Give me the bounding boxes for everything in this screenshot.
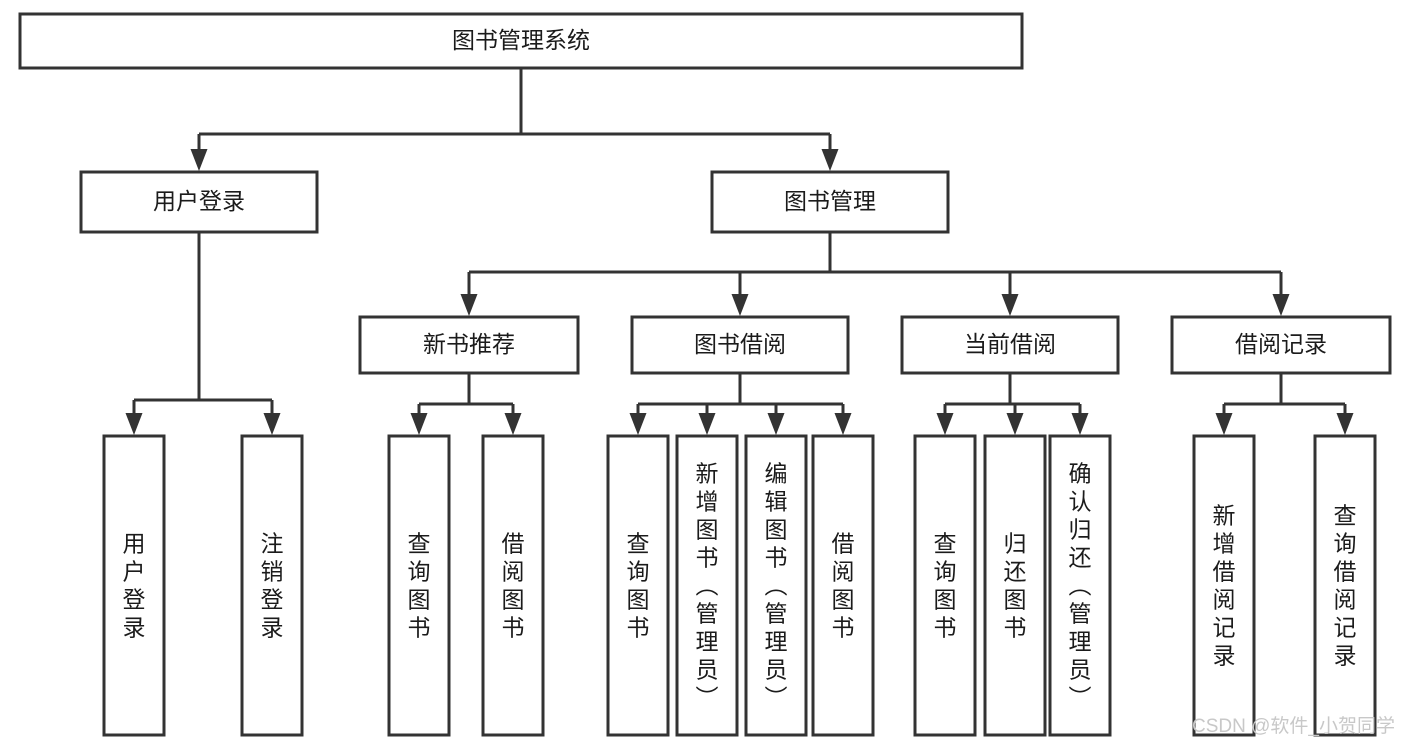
arrow-head-icon bbox=[731, 294, 749, 316]
diagram-node-leaf-query-record[interactable]: 查询借阅记录 bbox=[1313, 434, 1377, 737]
node-box bbox=[811, 434, 875, 737]
arrow-head-icon bbox=[190, 149, 208, 171]
arrow-head-icon bbox=[1272, 294, 1290, 316]
diagram-node-borrow-record[interactable]: 借阅记录 bbox=[1170, 315, 1392, 375]
arrow-head-icon bbox=[460, 294, 478, 316]
diagram-node-leaf-add-record[interactable]: 新增借阅记录 bbox=[1192, 434, 1256, 737]
node-label: 查询借阅记录 bbox=[1334, 502, 1357, 668]
diagram-node-leaf-query-book-1[interactable]: 查询图书 bbox=[387, 434, 451, 737]
node-box bbox=[1048, 434, 1112, 737]
node-box bbox=[1313, 434, 1377, 737]
node-box bbox=[630, 315, 850, 375]
node-label: 用户登录 bbox=[153, 188, 245, 214]
node-box bbox=[710, 170, 950, 234]
node-label: 借阅记录 bbox=[1235, 331, 1327, 357]
diagram-node-leaf-borrow-book-1[interactable]: 借阅图书 bbox=[481, 434, 545, 737]
diagram-node-leaf-user-login[interactable]: 用户登录 bbox=[102, 434, 166, 737]
node-label: 图书借阅 bbox=[694, 331, 786, 357]
node-box bbox=[606, 434, 670, 737]
node-label: 注销登录 bbox=[261, 530, 284, 640]
node-label: 新书推荐 bbox=[423, 331, 515, 357]
diagram-node-new-book-rec[interactable]: 新书推荐 bbox=[358, 315, 580, 375]
diagram-node-current-borrow[interactable]: 当前借阅 bbox=[900, 315, 1120, 375]
node-label: 查询图书 bbox=[627, 530, 650, 640]
arrow-head-icon bbox=[1001, 294, 1019, 316]
arrow-head-icon bbox=[263, 413, 281, 435]
node-label: 图书管理系统 bbox=[452, 27, 590, 53]
node-box bbox=[358, 315, 580, 375]
diagram-node-book-borrow[interactable]: 图书借阅 bbox=[630, 315, 850, 375]
node-box bbox=[481, 434, 545, 737]
node-box bbox=[1170, 315, 1392, 375]
node-box bbox=[913, 434, 977, 737]
node-box bbox=[79, 170, 319, 234]
arrow-head-icon bbox=[629, 413, 647, 435]
arrow-head-icon bbox=[1336, 413, 1354, 435]
diagram-node-root[interactable]: 图书管理系统 bbox=[18, 12, 1024, 70]
diagram-node-leaf-confirm-return[interactable]: 确认归还︵管理员︶ bbox=[1048, 434, 1112, 737]
diagram-node-leaf-logout[interactable]: 注销登录 bbox=[240, 434, 304, 737]
node-label: 用户登录 bbox=[123, 530, 146, 640]
node-box bbox=[744, 434, 808, 737]
node-box bbox=[18, 12, 1024, 70]
node-label: 查询图书 bbox=[408, 530, 431, 640]
arrow-head-icon bbox=[767, 413, 785, 435]
diagram-node-book-manage[interactable]: 图书管理 bbox=[710, 170, 950, 234]
diagram-node-leaf-query-book-2[interactable]: 查询图书 bbox=[606, 434, 670, 737]
csdn-watermark: CSDN @软件_小贺同学 bbox=[1192, 715, 1395, 737]
diagram-node-leaf-return-book[interactable]: 归还图书 bbox=[983, 434, 1047, 737]
diagram-node-leaf-borrow-book-2[interactable]: 借阅图书 bbox=[811, 434, 875, 737]
node-label: 编辑图书︵管理员︶ bbox=[765, 460, 788, 710]
node-label: 新增借阅记录 bbox=[1213, 502, 1236, 668]
node-label: 确认归还︵管理员︶ bbox=[1069, 460, 1092, 710]
watermark-layer: CSDN @软件_小贺同学 bbox=[1192, 715, 1395, 737]
node-box bbox=[675, 434, 739, 737]
diagram-node-leaf-query-book-3[interactable]: 查询图书 bbox=[913, 434, 977, 737]
node-box bbox=[240, 434, 304, 737]
node-box bbox=[387, 434, 451, 737]
connector-layer bbox=[125, 68, 1354, 435]
node-box bbox=[900, 315, 1120, 375]
arrow-head-icon bbox=[125, 413, 143, 435]
node-label: 图书管理 bbox=[784, 188, 876, 214]
arrow-head-icon bbox=[936, 413, 954, 435]
node-label: 当前借阅 bbox=[964, 331, 1056, 357]
node-layer: 图书管理系统用户登录图书管理新书推荐图书借阅当前借阅借阅记录用户登录注销登录查询… bbox=[18, 12, 1392, 737]
node-label: 归还图书 bbox=[1004, 530, 1027, 640]
arrow-head-icon bbox=[698, 413, 716, 435]
diagram-node-leaf-add-book[interactable]: 新增图书︵管理员︶ bbox=[675, 434, 739, 737]
node-label: 借阅图书 bbox=[832, 530, 855, 640]
node-label: 借阅图书 bbox=[502, 530, 525, 640]
arrow-head-icon bbox=[504, 413, 522, 435]
diagram-node-leaf-edit-book[interactable]: 编辑图书︵管理员︶ bbox=[744, 434, 808, 737]
arrow-head-icon bbox=[410, 413, 428, 435]
node-box bbox=[102, 434, 166, 737]
arrow-head-icon bbox=[1006, 413, 1024, 435]
node-box bbox=[1192, 434, 1256, 737]
arrow-head-icon bbox=[1071, 413, 1089, 435]
node-label: 新增图书︵管理员︶ bbox=[696, 460, 719, 710]
arrow-head-icon bbox=[821, 149, 839, 171]
arrow-head-icon bbox=[1215, 413, 1233, 435]
diagram-node-user-login[interactable]: 用户登录 bbox=[79, 170, 319, 234]
node-label: 查询图书 bbox=[934, 530, 957, 640]
arrow-head-icon bbox=[834, 413, 852, 435]
node-box bbox=[983, 434, 1047, 737]
